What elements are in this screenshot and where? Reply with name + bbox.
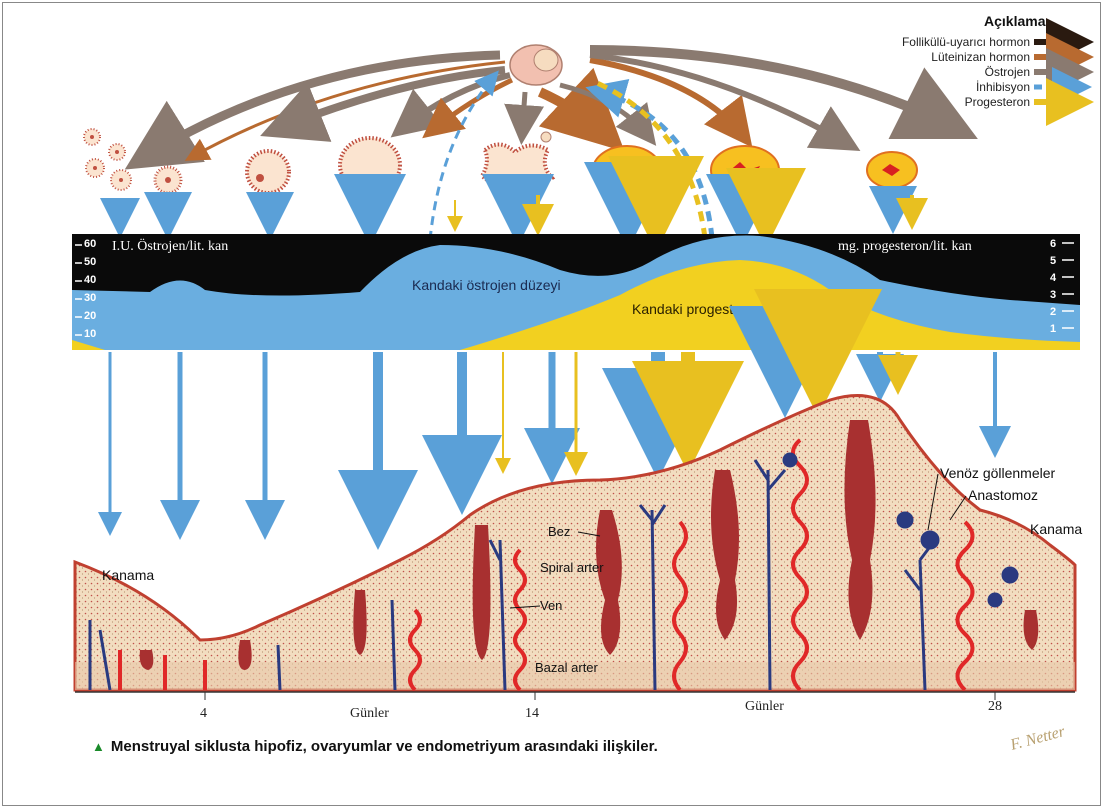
artist-signature: F. Netter xyxy=(1008,723,1068,754)
legend-title: Açıklama xyxy=(984,13,1046,29)
legend-label-inhibition: İnhibisyon xyxy=(976,80,1030,94)
tick-left-10: 10 xyxy=(84,328,96,340)
tick-right-5: 5 xyxy=(1050,255,1056,267)
right-axis-label: mg. progesteron/lit. kan xyxy=(838,239,972,254)
legend: Açıklama Follikülü-uyarıcı hormon Lütein… xyxy=(902,13,1082,109)
tick-right-3: 3 xyxy=(1050,289,1056,301)
axis-days-label-1: Günler xyxy=(350,706,389,721)
ovarian-follicles xyxy=(84,129,917,194)
tick-left-60: 60 xyxy=(84,238,96,250)
tick-left-50: 50 xyxy=(84,256,96,268)
vein-label: Ven xyxy=(540,598,562,613)
tick-left-40: 40 xyxy=(84,274,96,286)
bleeding-label-right: Kanama xyxy=(1030,521,1082,537)
axis-days-label-2: Günler xyxy=(745,699,784,714)
basal-artery-label: Bazal arter xyxy=(535,660,599,675)
left-axis-label: I.U. Östrojen/lit. kan xyxy=(112,237,228,254)
estrogen-level-label: Kandaki östrojen düzeyi xyxy=(412,277,561,293)
spiral-artery-label: Spiral arter xyxy=(540,560,604,575)
legend-label-progesterone: Progesteron xyxy=(965,95,1030,109)
axis-tick-4: 4 xyxy=(200,706,207,721)
venous-lakes-label: Venöz göllenmeler xyxy=(940,465,1056,481)
tick-right-1: 1 xyxy=(1050,323,1056,335)
tick-right-4: 4 xyxy=(1050,272,1057,284)
axis-tick-28: 28 xyxy=(988,699,1002,714)
figure-caption: ▲ Menstruyal siklusta hipofiz, ovaryumlar… xyxy=(92,738,658,755)
legend-label-fsh: Follikülü-uyarıcı hormon xyxy=(902,35,1030,49)
progesterone-level-label: Kandaki progesteron düzeyi xyxy=(632,301,806,317)
ovary-to-blood-arrows xyxy=(120,195,912,228)
tick-left-20: 20 xyxy=(84,310,96,322)
caption-triangle-icon: ▲ xyxy=(92,739,105,754)
tick-right-6: 6 xyxy=(1050,238,1056,250)
tick-left-30: 30 xyxy=(84,292,96,304)
legend-label-estrogen: Östrojen xyxy=(985,65,1030,79)
tick-right-2: 2 xyxy=(1050,306,1056,318)
axis-tick-14: 14 xyxy=(525,706,539,721)
legend-label-lh: Lüteinizan hormon xyxy=(931,50,1030,64)
gland-label: Bez xyxy=(548,524,570,539)
pituitary-gland xyxy=(510,45,562,85)
caption-text: Menstruyal siklusta hipofiz, ovaryumlar … xyxy=(111,738,658,755)
anastomosis-label: Anastomoz xyxy=(968,487,1038,503)
bleeding-label-left: Kanama xyxy=(102,567,154,583)
day-axis: 4 Günler 14 Günler 28 xyxy=(75,692,1075,721)
